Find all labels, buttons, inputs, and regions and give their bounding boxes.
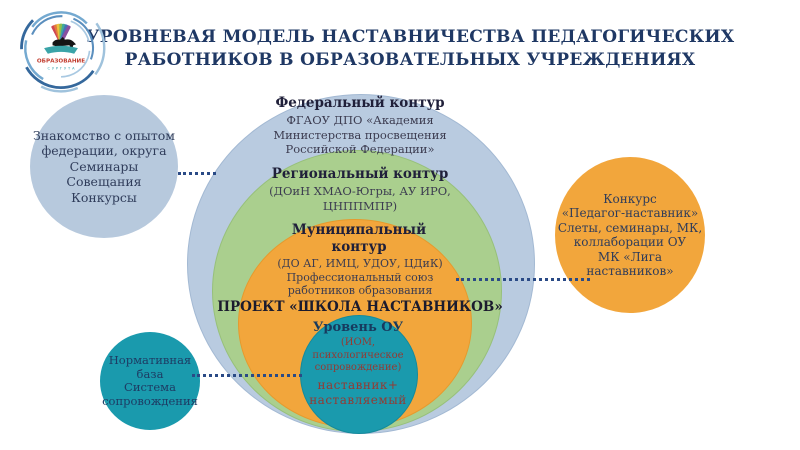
satellite-line: Семинары — [69, 158, 139, 174]
satellite-line: Конкурсы — [71, 189, 137, 205]
regional-body: (ДОиН ХМАО-Югры, АУ ИРО, ЦНППМПР) — [187, 184, 533, 213]
satellite-line: коллаборации ОУ — [573, 235, 687, 249]
school-level-body-line: психологическое — [312, 349, 404, 361]
municipal-body-line: Профессиональный союз — [286, 270, 434, 284]
municipal-heading: Муниципальный контур — [291, 222, 427, 255]
regional-heading: Региональный контур — [271, 166, 449, 182]
school-support-text: Нормативная база Система сопровождения — [102, 353, 198, 408]
school-level-body-line: (ИОМ, — [340, 337, 376, 348]
satellite-line: Система — [124, 380, 176, 394]
federal-heading: Федеральный контур — [275, 95, 445, 111]
satellite-line: МК «Лига наставников» — [586, 249, 674, 279]
federal-body-line: Российской Федерации» — [285, 142, 435, 156]
school-level-body-line: сопровождение) — [314, 362, 402, 373]
municipal-activities-circle: Конкурс «Педагог-наставник» Слеты, семин… — [555, 157, 705, 313]
logo-books-icon — [51, 23, 71, 42]
satellite-line: Совещания — [66, 174, 142, 190]
satellite-line: сопровождения — [102, 393, 198, 408]
logo-text-top: ОБРАЗОВАНИЕ — [37, 59, 85, 65]
connector-municipal-dotted-line — [456, 278, 590, 281]
municipal-activities-text: Конкурс «Педагог-наставник» Слеты, семин… — [555, 192, 705, 279]
satellite-line: база — [136, 366, 164, 381]
title-line-1: УРОВНЕВАЯ МОДЕЛЬ НАСТАВНИЧЕСТВА ПЕДАГОГИ… — [85, 27, 735, 47]
page-title: УРОВНЕВАЯ МОДЕЛЬ НАСТАВНИЧЕСТВА ПЕДАГОГИ… — [80, 26, 740, 72]
satellite-line: «Педагог-наставник» — [561, 206, 699, 220]
mentor-line: наставляемый — [309, 393, 407, 407]
municipal-body-line: (ДО АГ, ИМЦ, УДОУ, ЦДиК) — [277, 257, 443, 270]
municipal-body-line: работников образования — [287, 284, 433, 297]
school-level-body: (ИОМ, психологическое сопровождение) — [280, 337, 436, 375]
logo-swirl — [16, 3, 106, 93]
regional-body-line: (ДОиН ХМАО-Югры, АУ ИРО, — [269, 184, 451, 198]
regional-body-line: ЦНППМПР) — [322, 198, 398, 213]
municipal-body: (ДО АГ, ИМЦ, УДОУ, ЦДиК) Профессиональны… — [187, 257, 533, 298]
satellite-line: федерации, округа — [41, 143, 167, 159]
logo-text-bottom: СУРГУТА — [47, 66, 76, 70]
school-level-heading: Уровень ОУ — [312, 320, 404, 335]
school-support-circle: Нормативная база Система сопровождения — [100, 332, 200, 430]
connector-federal-dotted-line — [178, 172, 216, 175]
logo-openbook-icon — [44, 45, 78, 54]
school-level-circle — [300, 315, 418, 434]
title-line-2: РАБОТНИКОВ В ОБРАЗОВАТЕЛЬНЫХ УЧРЕЖДЕНИЯХ — [124, 50, 696, 70]
satellite-line: Конкурс — [603, 191, 657, 206]
logo-obrazovanie-surguta: ОБРАЗОВАНИЕ СУРГУТА — [16, 3, 106, 93]
satellite-line: Нормативная — [108, 353, 192, 367]
federal-body-line: ФГАОУ ДПО «Академия — [286, 113, 434, 127]
satellite-line: Знакомство с опытом — [32, 127, 176, 143]
project-school-of-mentors-label: ПРОЕКТ «ШКОЛА НАСТАВНИКОВ» — [217, 299, 503, 315]
satellite-line: Слеты, семинары, МК, — [557, 220, 703, 235]
federal-body: ФГАОУ ДПО «Академия Министерства просвещ… — [187, 113, 533, 157]
mentor-line: наставник+ — [317, 378, 399, 392]
federal-body-line: Министерства просвещения — [273, 127, 447, 142]
connector-school-dotted-line — [192, 374, 302, 377]
mentor-pair-label: наставник+ наставляемый — [280, 378, 436, 408]
federal-activities-text: Знакомство с опытом федерации, округа Се… — [33, 128, 175, 206]
federal-activities-circle: Знакомство с опытом федерации, округа Се… — [30, 95, 178, 238]
